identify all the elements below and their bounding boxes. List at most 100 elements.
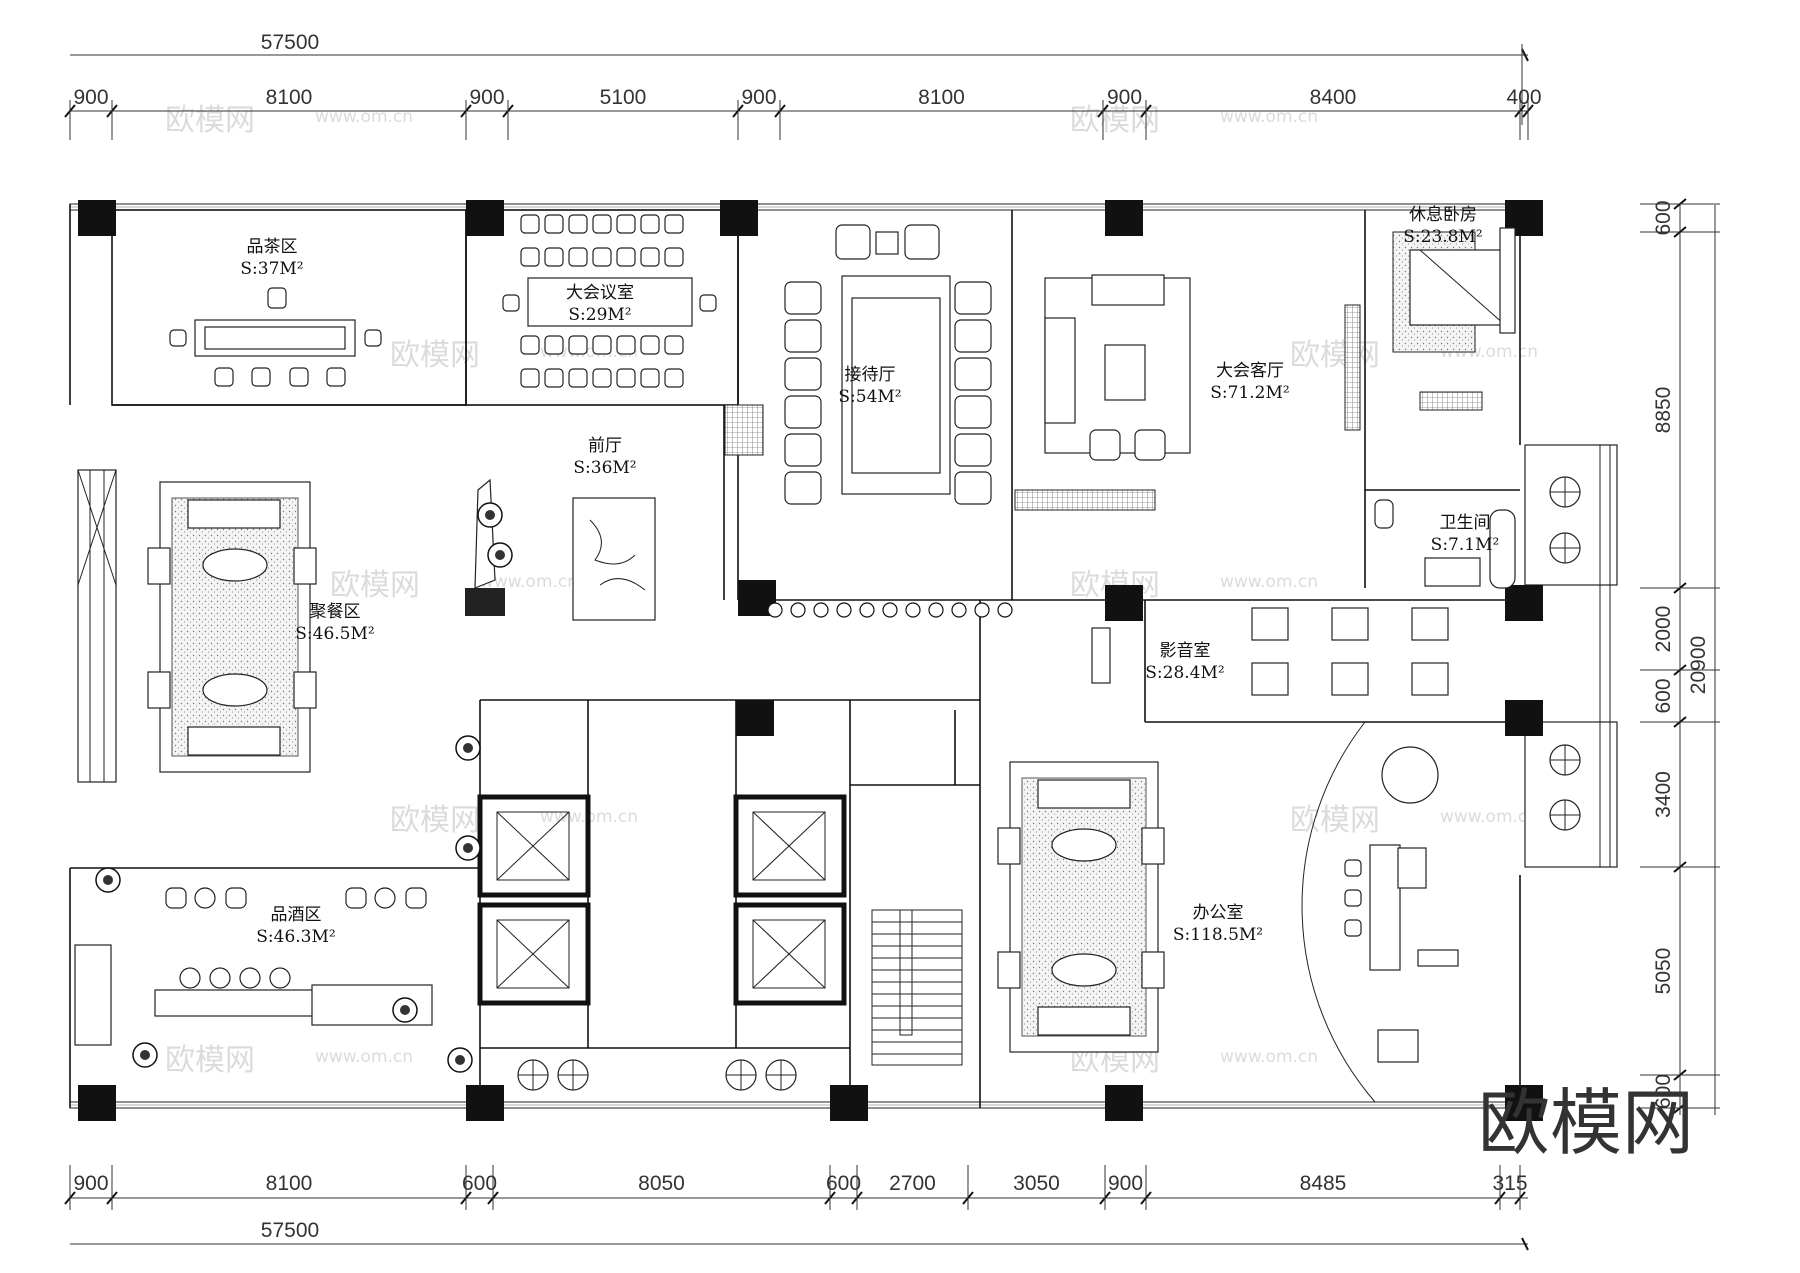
- plants: [95, 502, 1013, 1073]
- watermark-brand: 欧模网: [330, 568, 420, 603]
- chair: [568, 214, 588, 234]
- chair: [664, 247, 684, 267]
- chair: [520, 335, 540, 355]
- chair: [544, 214, 564, 234]
- chair: [640, 368, 660, 388]
- top-dimension-label: 8400: [1310, 86, 1357, 109]
- room-area: S:23.8M²: [1403, 227, 1482, 247]
- chair: [592, 368, 612, 388]
- chair: [520, 247, 540, 267]
- armchair: [954, 395, 992, 429]
- room-area: S:46.5M²: [295, 624, 374, 644]
- right-dimension-label: 8850: [1652, 387, 1675, 434]
- bedroom-furniture: [1392, 227, 1516, 411]
- plant-icon: [767, 602, 783, 618]
- plant-icon: [836, 602, 852, 618]
- column: [1505, 585, 1543, 621]
- plant-icon: [882, 602, 898, 618]
- chair: [616, 247, 636, 267]
- chair: [592, 214, 612, 234]
- chair: [592, 247, 612, 267]
- chair: [520, 214, 540, 234]
- top-dimension-label: 900: [1107, 86, 1142, 109]
- armchair: [784, 395, 822, 429]
- right-dimension-label: 600: [1652, 1074, 1675, 1109]
- armchair: [784, 319, 822, 353]
- column: [720, 200, 758, 236]
- watermark-url: www.om.cn: [540, 342, 638, 362]
- room-name: 品茶区: [247, 237, 298, 257]
- plant-icon: [928, 602, 944, 618]
- plant-icon: [790, 602, 806, 618]
- watermark-brand: 欧模网: [390, 803, 480, 838]
- armchair: [954, 319, 992, 353]
- watermark-url: www.om.cn: [315, 107, 413, 127]
- bottom-dimension-label: 8485: [1300, 1172, 1347, 1195]
- plant-icon: [997, 602, 1013, 618]
- plant-icon: [974, 602, 990, 618]
- room-area: S:29M²: [568, 305, 631, 325]
- watermark-brand: 欧模网: [1070, 103, 1160, 138]
- room-area: S:71.2M²: [1210, 383, 1289, 403]
- room-name: 影音室: [1160, 641, 1211, 661]
- living-room-furniture: [1014, 274, 1361, 511]
- bottom-dimension-label: 600: [462, 1172, 497, 1195]
- chair: [616, 335, 636, 355]
- meeting-room-furniture: [502, 214, 717, 388]
- right-dimension-label: 2000: [1652, 606, 1675, 653]
- plant-icon: [951, 602, 967, 618]
- room-label: 前厅S:36M²: [573, 436, 636, 478]
- chair: [640, 335, 660, 355]
- right-overall-dimension: 20900: [1687, 636, 1710, 694]
- bottom-dimension-label: 2700: [889, 1172, 936, 1195]
- column: [1105, 585, 1143, 621]
- plant-icon: [859, 602, 875, 618]
- bathroom-fixtures: [1374, 499, 1516, 589]
- armchair: [784, 281, 822, 315]
- chair: [592, 335, 612, 355]
- staircase: [871, 909, 963, 1066]
- bottom-dimension-label: 8050: [638, 1172, 685, 1195]
- room-name: 休息卧房: [1409, 205, 1477, 225]
- chair: [568, 335, 588, 355]
- chair: [568, 247, 588, 267]
- top-dimension-label: 900: [469, 86, 504, 109]
- bottom-dimension-label: 900: [1108, 1172, 1143, 1195]
- top-dimension-label: 5100: [600, 86, 647, 109]
- plant-icon: [813, 602, 829, 618]
- room-name: 前厅: [588, 436, 622, 456]
- chair: [664, 368, 684, 388]
- watermark-url: www.om.cn: [1220, 107, 1318, 127]
- room-area: S:37M²: [240, 259, 303, 279]
- bottom-dimension-label: 900: [73, 1172, 108, 1195]
- top-dimension-label: 400: [1506, 86, 1541, 109]
- column: [466, 200, 504, 236]
- room-name: 卫生间: [1440, 513, 1491, 533]
- room-area: S:46.3M²: [256, 927, 335, 947]
- chair: [568, 368, 588, 388]
- armchair: [784, 357, 822, 391]
- watermark-url: www.om.cn: [480, 572, 578, 592]
- plant-icon: [905, 602, 921, 618]
- bottom-dimension-label: 600: [826, 1172, 861, 1195]
- reception-hall-furniture: [784, 224, 992, 505]
- right-dimension-label: 5050: [1652, 948, 1675, 995]
- column: [1505, 1085, 1543, 1121]
- top-dimension-label: 900: [741, 86, 776, 109]
- tea-area-furniture: [169, 287, 382, 387]
- room-area: S:118.5M²: [1173, 925, 1263, 945]
- right-dimension-label: 600: [1652, 678, 1675, 713]
- top-dimension-label: 900: [73, 86, 108, 109]
